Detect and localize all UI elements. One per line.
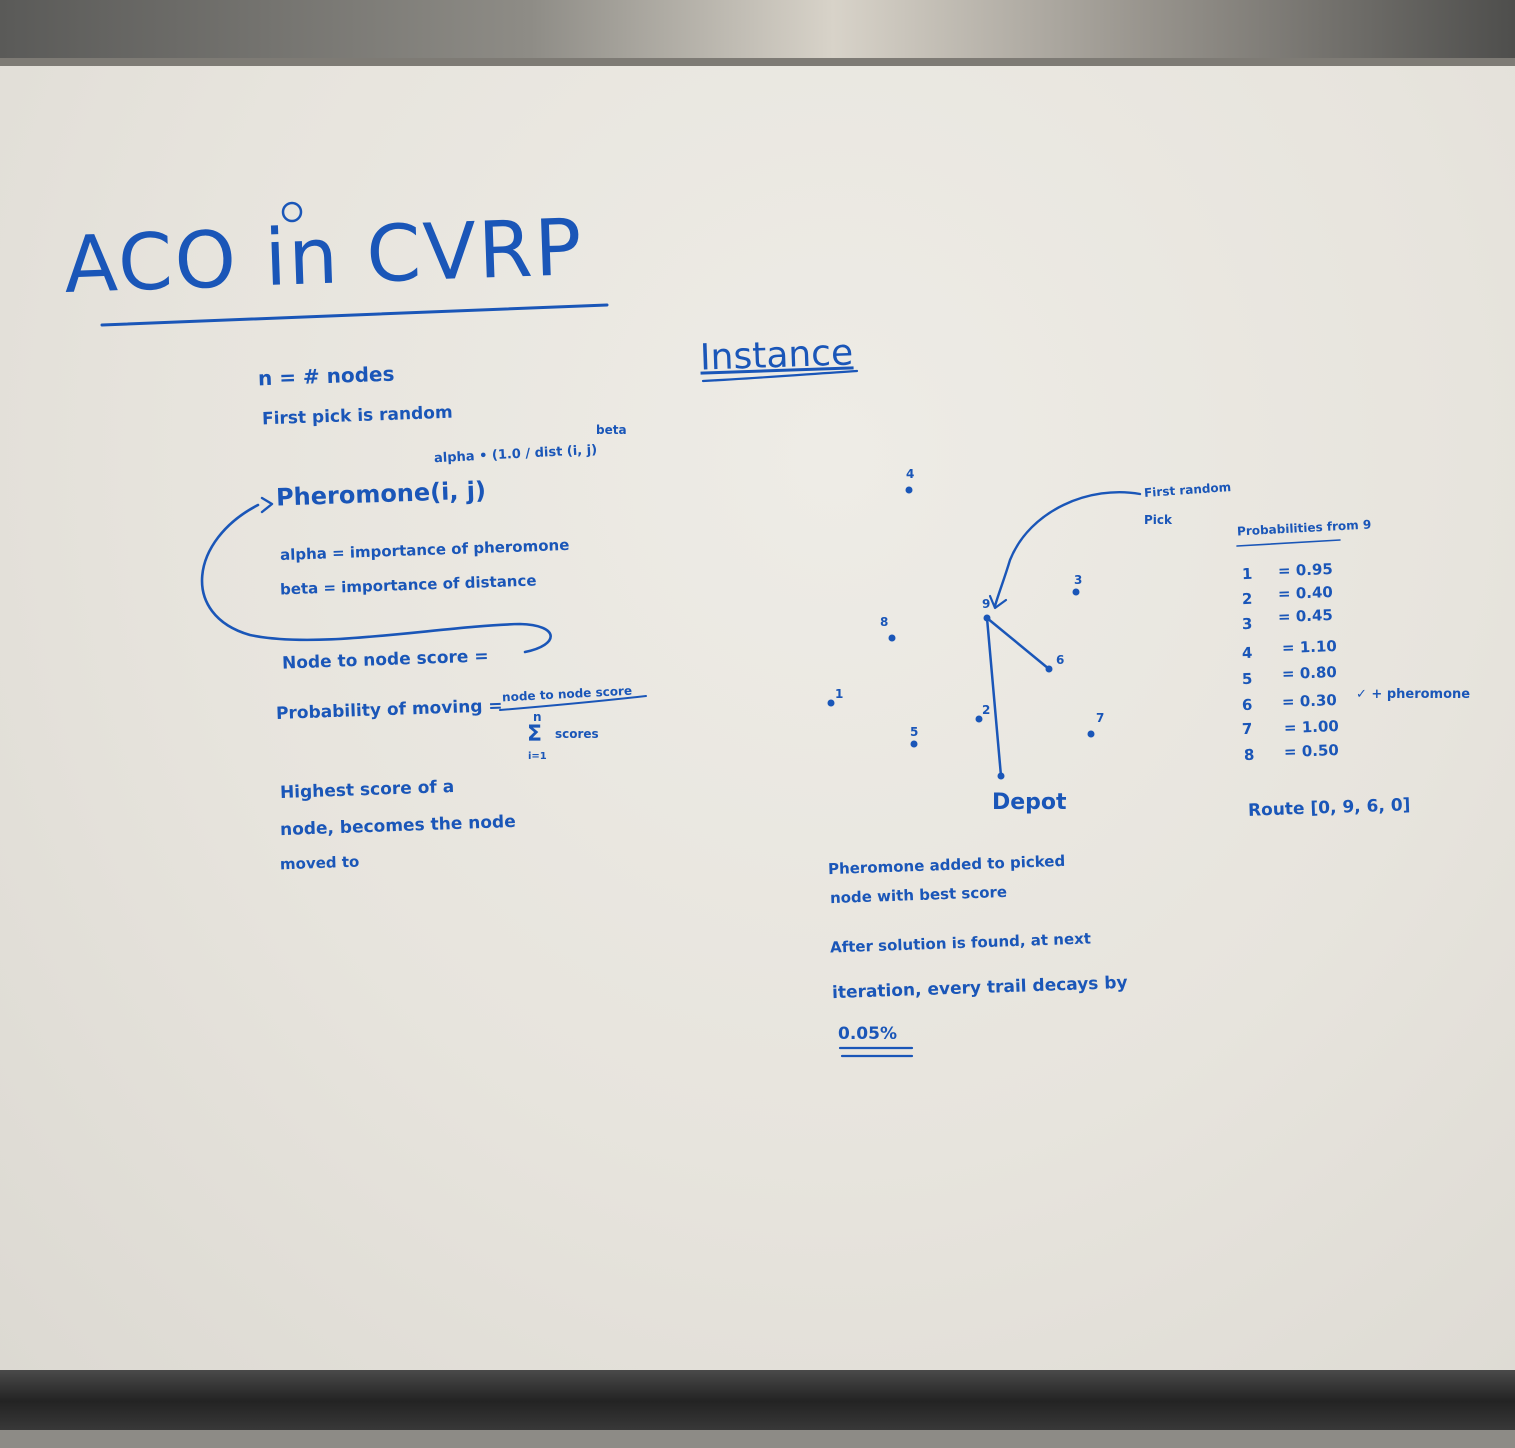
prob-node: 1 [1241, 564, 1253, 584]
sum-symbol: Σ [527, 722, 543, 747]
node-label-2: 2 [982, 703, 991, 717]
node-5-dot [910, 740, 918, 748]
node-6-dot [1045, 665, 1053, 673]
dot-over-i [281, 201, 303, 223]
board-title: ACO in CVRP [62, 202, 586, 312]
loop-arrowhead [260, 496, 274, 514]
beta-exponent: beta [596, 423, 627, 437]
node-label-9: 9 [982, 597, 991, 611]
prob-value: = 0.80 [1281, 663, 1338, 683]
prob-node: 5 [1241, 669, 1253, 689]
node-label-5: 5 [910, 725, 919, 739]
prob-node: 8 [1243, 745, 1255, 765]
decay-value: 0.05% [838, 1024, 897, 1044]
prob-value: = 0.30 [1281, 691, 1338, 711]
node-label-4: 4 [906, 467, 915, 481]
prob-value: = 0.50 [1283, 741, 1340, 761]
prob-value: = 1.00 [1283, 717, 1340, 737]
node-label-1: 1 [835, 687, 844, 701]
board-frame-top [0, 0, 1515, 66]
node-8-dot [888, 634, 896, 642]
prob-node: 2 [1241, 589, 1253, 609]
prob-node: 4 [1241, 643, 1253, 663]
node-label-8: 8 [880, 615, 889, 629]
node-2-dot [975, 715, 983, 723]
node-1-dot [827, 699, 835, 707]
edge-depot-9 [985, 616, 1003, 778]
instance-underline [701, 369, 859, 383]
prob-node: 3 [1241, 614, 1253, 634]
depot-dot [997, 772, 1005, 780]
title-underline [100, 303, 609, 327]
node-4-dot [905, 486, 913, 494]
prob-heading-underline [1236, 539, 1341, 547]
node-label-3: 3 [1074, 573, 1083, 587]
prob-value: = 0.45 [1277, 606, 1334, 626]
first-pick-arrowhead [988, 594, 1008, 610]
sum-bottom: i=1 [528, 751, 547, 762]
edge-9-6 [985, 616, 1051, 671]
prob-value: = 1.10 [1281, 637, 1338, 657]
node-7-dot [1087, 730, 1095, 738]
sum-top: n [533, 710, 542, 724]
pheromone-formula: Pheromone(i, j) [275, 476, 487, 512]
instance-heading: Instance [699, 332, 854, 379]
pick-note: ✓ + pheromone [1356, 687, 1471, 702]
node-label-7: 7 [1096, 711, 1105, 725]
first-pick-annotation: Pick [1144, 513, 1173, 527]
loop-arrow [200, 503, 552, 654]
board-frame-lip [0, 58, 1515, 68]
prob-node: 7 [1241, 719, 1253, 739]
board-tray-rail [0, 1430, 1515, 1448]
prob-value: = 0.40 [1277, 583, 1334, 603]
first-pick-arrow [993, 490, 1142, 608]
depot-label: Depot [992, 790, 1067, 815]
highest-score-line-3: moved to [279, 852, 360, 874]
node-label-6: 6 [1056, 653, 1065, 667]
prob-node: 6 [1241, 695, 1253, 715]
sum-label: scores [555, 727, 599, 741]
fraction-bar [499, 695, 647, 711]
whiteboard-surface [0, 66, 1515, 1370]
node-9-dot [983, 614, 991, 622]
node-3-dot [1072, 588, 1080, 596]
n-definition: n = # nodes [257, 361, 395, 391]
prob-value: = 0.95 [1277, 560, 1334, 580]
